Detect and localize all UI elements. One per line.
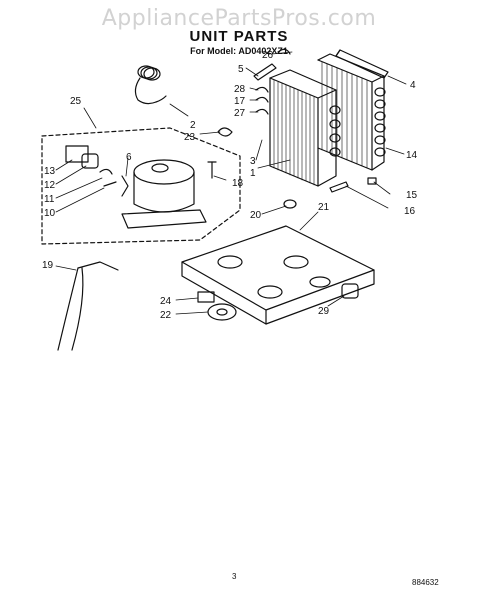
callout-21: 21	[318, 202, 330, 213]
page-number: 3	[232, 572, 237, 581]
spring-part-6	[121, 175, 129, 197]
callout-14: 14	[406, 150, 418, 161]
screw-part-18	[207, 161, 217, 179]
callout-2: 2	[190, 120, 196, 131]
tube-part-5	[253, 63, 277, 81]
condenser-coil	[317, 53, 386, 171]
clip-part-26	[277, 48, 291, 55]
foot-part-29	[341, 283, 359, 299]
callout-1: 1	[250, 168, 256, 179]
callout-22: 22	[160, 310, 172, 321]
callout-28: 28	[234, 84, 246, 95]
callout-3: 3	[250, 156, 256, 167]
document-code: 884632	[412, 578, 439, 587]
callout-27: 27	[234, 108, 246, 119]
compressor-assembly-outline	[41, 127, 241, 245]
overload-part-12	[81, 153, 99, 169]
wire-harness-part-19	[57, 261, 119, 351]
wheel-part-22	[207, 303, 237, 321]
callout-4: 4	[410, 80, 416, 91]
callout-13: 13	[44, 166, 56, 177]
compressor	[121, 159, 207, 229]
callout-15: 15	[406, 190, 418, 201]
bolt-part-10	[103, 181, 117, 187]
evaporator-coil	[269, 69, 337, 187]
callout-19: 19	[42, 260, 54, 271]
callout-6: 6	[126, 152, 132, 163]
clip-part-23	[217, 127, 233, 137]
capillary-tube-part-2	[134, 65, 167, 105]
cap-part-15	[367, 177, 377, 185]
page-title: UNIT PARTS	[189, 28, 289, 45]
bracket-bar-part-4	[335, 49, 389, 79]
callout-12: 12	[44, 180, 56, 191]
watermark: AppliancePartsPros.com	[101, 6, 377, 31]
callout-10: 10	[44, 208, 56, 219]
callout-labels: 26 5 4 28 17 27 25 2 23 3 1 14 13 12 11 …	[42, 50, 418, 321]
clip-part-27	[255, 108, 269, 115]
callout-25: 25	[70, 96, 82, 107]
callout-11: 11	[44, 194, 55, 205]
callout-26: 26	[262, 50, 274, 61]
callout-5: 5	[238, 64, 244, 75]
base-plate-part-21	[181, 225, 375, 325]
tube-part-16	[329, 181, 349, 193]
callout-29: 29	[318, 306, 330, 317]
clip-part-11	[99, 168, 113, 175]
callout-16: 16	[404, 206, 416, 217]
bushing-part-24	[197, 291, 215, 303]
callout-18: 18	[232, 178, 244, 189]
callout-23: 23	[184, 132, 196, 143]
callout-17: 17	[234, 96, 246, 107]
clip-part-17	[255, 96, 269, 103]
clip-part-28	[255, 86, 269, 93]
model-subtitle: For Model: AD0402XZ1	[190, 46, 288, 56]
callout-24: 24	[160, 296, 172, 307]
leader-lines	[55, 51, 407, 315]
callout-20: 20	[250, 210, 262, 221]
grommet-part-20	[283, 199, 297, 209]
